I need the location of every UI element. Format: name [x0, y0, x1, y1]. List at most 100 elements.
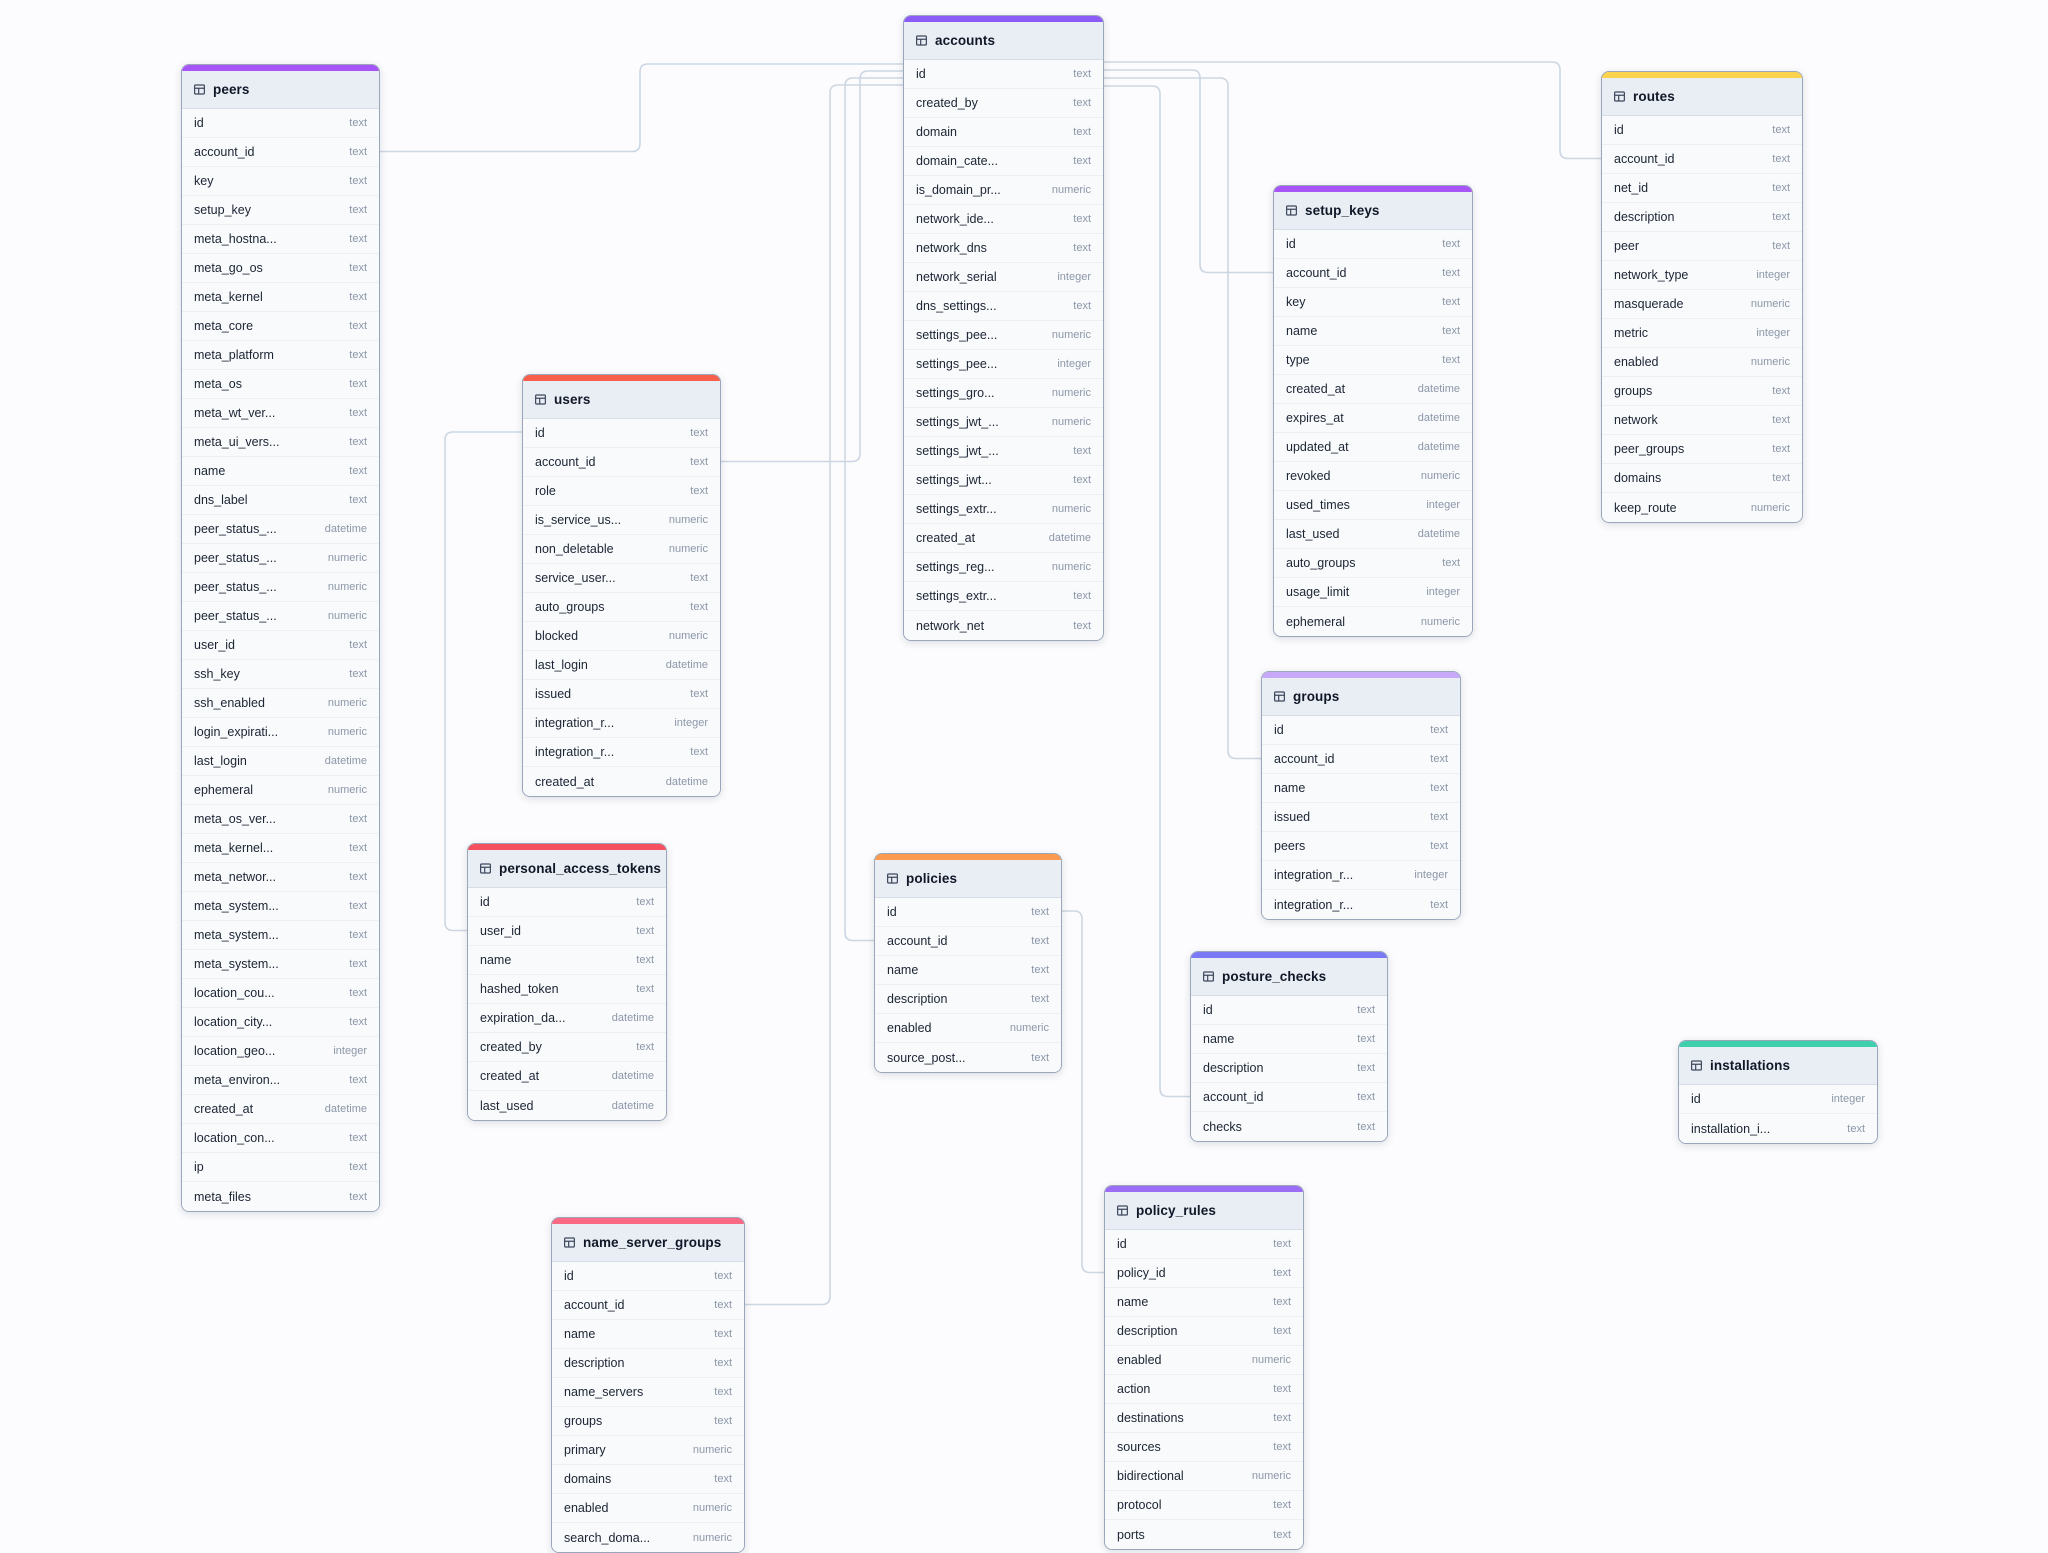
field-row[interactable]: network text [1602, 406, 1802, 435]
field-row[interactable]: metric integer [1602, 319, 1802, 348]
table-card-peers[interactable]: peers id text account_id text key text s… [181, 64, 380, 1212]
field-row[interactable]: bidirectional numeric [1105, 1462, 1303, 1491]
field-row[interactable]: last_login datetime [182, 747, 379, 776]
field-row[interactable]: meta_files text [182, 1182, 379, 1211]
field-row[interactable]: domain_cate... text [904, 147, 1103, 176]
table-header[interactable]: personal_access_tokens [468, 850, 666, 888]
field-row[interactable]: meta_environ... text [182, 1066, 379, 1095]
field-row[interactable]: user_id text [182, 631, 379, 660]
field-row[interactable]: expires_at datetime [1274, 404, 1472, 433]
field-row[interactable]: peer_status_... numeric [182, 544, 379, 573]
field-row[interactable]: description text [1105, 1317, 1303, 1346]
field-row[interactable]: ephemeral numeric [182, 776, 379, 805]
table-header[interactable]: setup_keys [1274, 192, 1472, 230]
field-row[interactable]: is_service_us... numeric [523, 506, 720, 535]
table-header[interactable]: policies [875, 860, 1061, 898]
field-row[interactable]: location_city... text [182, 1008, 379, 1037]
field-row[interactable]: integration_r... text [1262, 890, 1460, 919]
table-card-personal_access_tokens[interactable]: personal_access_tokens id text user_id t… [467, 843, 667, 1121]
field-row[interactable]: search_doma... numeric [552, 1523, 744, 1552]
field-row[interactable]: created_at datetime [1274, 375, 1472, 404]
field-row[interactable]: location_cou... text [182, 979, 379, 1008]
field-row[interactable]: net_id text [1602, 174, 1802, 203]
field-row[interactable]: auto_groups text [523, 593, 720, 622]
field-row[interactable]: name text [875, 956, 1061, 985]
field-row[interactable]: ssh_enabled numeric [182, 689, 379, 718]
field-row[interactable]: meta_wt_ver... text [182, 399, 379, 428]
field-row[interactable]: created_by text [904, 89, 1103, 118]
table-card-accounts[interactable]: accounts id text created_by text domain … [903, 15, 1104, 641]
field-row[interactable]: type text [1274, 346, 1472, 375]
field-row[interactable]: destinations text [1105, 1404, 1303, 1433]
field-row[interactable]: created_at datetime [468, 1062, 666, 1091]
field-row[interactable]: domains text [1602, 464, 1802, 493]
field-row[interactable]: location_geo... integer [182, 1037, 379, 1066]
field-row[interactable]: account_id text [1274, 259, 1472, 288]
field-row[interactable]: created_at datetime [904, 524, 1103, 553]
field-row[interactable]: last_login datetime [523, 651, 720, 680]
field-row[interactable]: primary numeric [552, 1436, 744, 1465]
field-row[interactable]: used_times integer [1274, 491, 1472, 520]
field-row[interactable]: account_id text [552, 1291, 744, 1320]
field-row[interactable]: domain text [904, 118, 1103, 147]
field-row[interactable]: name text [182, 457, 379, 486]
table-card-groups[interactable]: groups id text account_id text name text… [1261, 671, 1461, 920]
table-card-setup_keys[interactable]: setup_keys id text account_id text key t… [1273, 185, 1473, 637]
field-row[interactable]: is_domain_pr... numeric [904, 176, 1103, 205]
field-row[interactable]: key text [1274, 288, 1472, 317]
field-row[interactable]: peer_groups text [1602, 435, 1802, 464]
table-header[interactable]: installations [1679, 1047, 1877, 1085]
field-row[interactable]: role text [523, 477, 720, 506]
field-row[interactable]: account_id text [1262, 745, 1460, 774]
field-row[interactable]: updated_at datetime [1274, 433, 1472, 462]
field-row[interactable]: created_at datetime [182, 1095, 379, 1124]
table-header[interactable]: groups [1262, 678, 1460, 716]
field-row[interactable]: network_serial integer [904, 263, 1103, 292]
field-row[interactable]: issued text [1262, 803, 1460, 832]
field-row[interactable]: network_dns text [904, 234, 1103, 263]
field-row[interactable]: settings_extr... text [904, 582, 1103, 611]
table-header[interactable]: accounts [904, 22, 1103, 60]
field-row[interactable]: meta_kernel... text [182, 834, 379, 863]
field-row[interactable]: name text [1105, 1288, 1303, 1317]
field-row[interactable]: account_id text [523, 448, 720, 477]
field-row[interactable]: source_post... text [875, 1043, 1061, 1072]
field-row[interactable]: description text [875, 985, 1061, 1014]
field-row[interactable]: id text [904, 60, 1103, 89]
field-row[interactable]: key text [182, 167, 379, 196]
field-row[interactable]: protocol text [1105, 1491, 1303, 1520]
field-row[interactable]: ports text [1105, 1520, 1303, 1549]
table-header[interactable]: routes [1602, 78, 1802, 116]
field-row[interactable]: description text [1602, 203, 1802, 232]
field-row[interactable]: sources text [1105, 1433, 1303, 1462]
table-header[interactable]: peers [182, 71, 379, 109]
table-card-installations[interactable]: installations id integer installation_i.… [1678, 1040, 1878, 1144]
field-row[interactable]: user_id text [468, 917, 666, 946]
field-row[interactable]: name text [1191, 1025, 1387, 1054]
field-row[interactable]: name text [468, 946, 666, 975]
field-row[interactable]: meta_platform text [182, 341, 379, 370]
field-row[interactable]: meta_ui_vers... text [182, 428, 379, 457]
field-row[interactable]: id text [1602, 116, 1802, 145]
field-row[interactable]: installation_i... text [1679, 1114, 1877, 1143]
field-row[interactable]: account_id text [875, 927, 1061, 956]
field-row[interactable]: settings_extr... numeric [904, 495, 1103, 524]
field-row[interactable]: peer_status_... datetime [182, 515, 379, 544]
field-row[interactable]: dns_label text [182, 486, 379, 515]
field-row[interactable]: login_expirati... numeric [182, 718, 379, 747]
field-row[interactable]: settings_jwt_... numeric [904, 408, 1103, 437]
field-row[interactable]: id text [468, 888, 666, 917]
field-row[interactable]: settings_gro... numeric [904, 379, 1103, 408]
field-row[interactable]: id text [1262, 716, 1460, 745]
field-row[interactable]: ip text [182, 1153, 379, 1182]
field-row[interactable]: settings_jwt... text [904, 466, 1103, 495]
field-row[interactable]: name text [1274, 317, 1472, 346]
field-row[interactable]: peer_status_... numeric [182, 573, 379, 602]
field-row[interactable]: enabled numeric [875, 1014, 1061, 1043]
field-row[interactable]: ephemeral numeric [1274, 607, 1472, 636]
field-row[interactable]: groups text [552, 1407, 744, 1436]
field-row[interactable]: meta_system... text [182, 921, 379, 950]
field-row[interactable]: id text [552, 1262, 744, 1291]
field-row[interactable]: peer text [1602, 232, 1802, 261]
field-row[interactable]: created_at datetime [523, 767, 720, 796]
